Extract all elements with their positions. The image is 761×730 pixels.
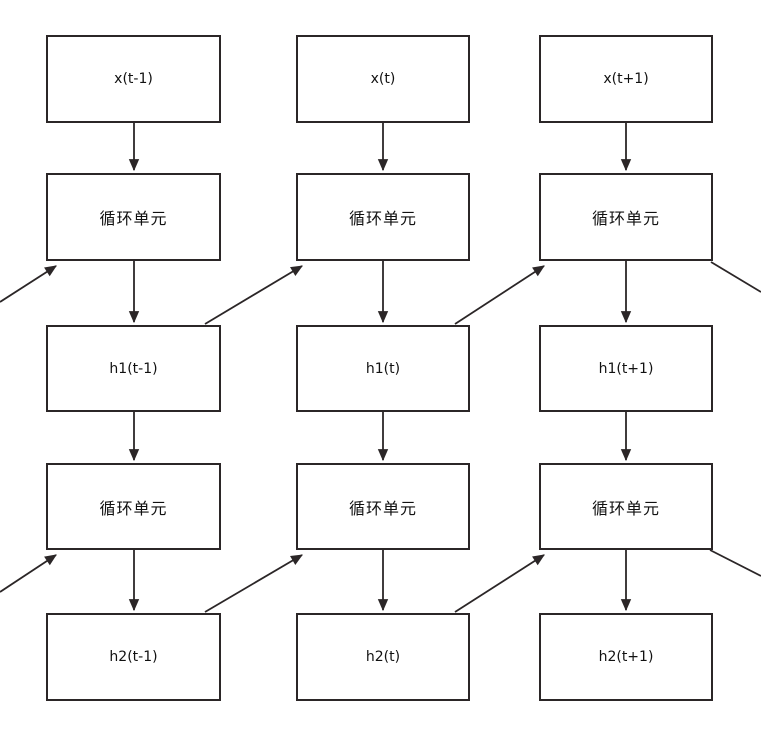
arrow-h1t-to-unit1-col3 (454, 265, 545, 325)
node-h2-t+1: h2(t+1) (539, 613, 713, 701)
arrow-offcanvas-to-unit2-col1 (0, 554, 57, 593)
node-h1-t-1: h1(t-1) (46, 325, 221, 412)
node-input-t+1: x(t+1) (539, 35, 713, 123)
node-recurrent-unit-l1-t: 循环单元 (296, 173, 470, 261)
node-recurrent-unit-l1-t-1: 循环单元 (46, 173, 221, 261)
node-input-t-1: x(t-1) (46, 35, 221, 123)
node-label: h2(t) (365, 649, 401, 665)
node-label: 循环单元 (348, 209, 417, 228)
arrow-h2t-to-unit2-col3 (454, 554, 545, 613)
node-label: h1(t+1) (598, 360, 654, 377)
arrow-offcanvas-to-unit1-col1 (0, 265, 57, 303)
node-label: h2(t-1) (109, 649, 158, 665)
node-label: x(t-1) (114, 71, 153, 87)
node-label: 循环单元 (99, 498, 168, 518)
node-label: 循环单元 (99, 209, 168, 228)
node-label: x(t+1) (603, 71, 649, 87)
arrow-h2t-1-to-unit2-col2 (204, 554, 303, 613)
node-recurrent-unit-l1-t+1: 循环单元 (539, 173, 713, 261)
node-label: h2(t+1) (598, 649, 654, 665)
node-label: h1(t) (365, 360, 401, 377)
node-label: 循环单元 (591, 209, 660, 228)
line-unit2-col3-to-offcanvas (709, 549, 761, 577)
node-recurrent-unit-l2-t+1: 循环单元 (539, 463, 713, 550)
node-h2-t-1: h2(t-1) (46, 613, 221, 701)
node-label: 循环单元 (348, 498, 417, 518)
node-h1-t: h1(t) (296, 325, 470, 412)
node-label: 循环单元 (591, 498, 660, 518)
node-recurrent-unit-l2-t: 循环单元 (296, 463, 470, 550)
line-unit1-col3-to-offcanvas (710, 261, 761, 293)
node-h2-t: h2(t) (296, 613, 470, 701)
node-label: h1(t-1) (109, 360, 158, 377)
arrow-h1t-1-to-unit1-col2 (204, 265, 303, 325)
node-label: x(t) (370, 71, 396, 87)
node-h1-t+1: h1(t+1) (539, 325, 713, 412)
node-input-t: x(t) (296, 35, 470, 123)
node-recurrent-unit-l2-t-1: 循环单元 (46, 463, 221, 550)
